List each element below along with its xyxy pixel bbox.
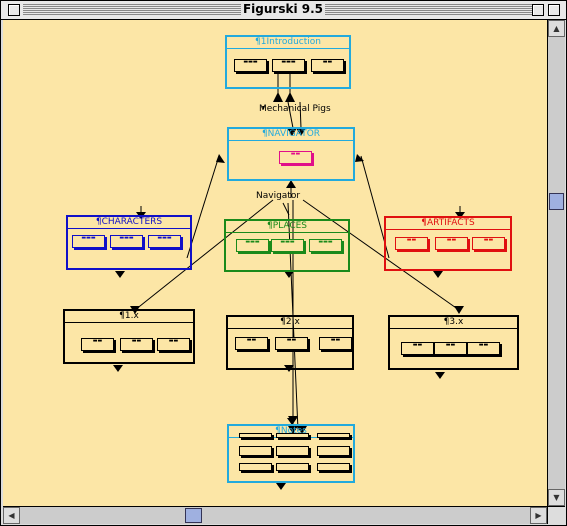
node-places-title: ¶PLACES	[226, 221, 348, 233]
mini-node[interactable]: ▬▬▬	[271, 239, 304, 252]
mini-node[interactable]: ▬▬	[120, 338, 153, 351]
mini-node[interactable]	[276, 433, 309, 438]
mini-node[interactable]: ▬▬▬	[148, 235, 181, 248]
mini-node[interactable]: ▬▬	[157, 338, 190, 351]
mini-node[interactable]	[239, 463, 272, 471]
resize-grow-icon[interactable]	[547, 506, 565, 524]
link-label-navigator: Navigator	[256, 191, 301, 201]
node-navigator-title: ¶NAVIGATOR	[229, 129, 353, 141]
mini-node[interactable]: ▬▬	[395, 237, 428, 250]
mini-node[interactable]: ▬▬▬	[110, 235, 143, 248]
mini-node[interactable]	[317, 446, 350, 456]
node-places[interactable]: ¶PLACES ▬▬▬ ▬▬▬ ▬▬▬	[224, 219, 350, 272]
mini-node[interactable]: ▬▬	[319, 337, 352, 350]
mini-node[interactable]	[239, 446, 272, 456]
mini-node[interactable]: ▬▬	[235, 337, 268, 350]
node-characters-title: ¶CHARACTERS	[68, 217, 190, 229]
zoom-box-icon[interactable]	[532, 4, 544, 16]
node-1x-title: ¶1.x	[65, 311, 193, 323]
mini-node[interactable]	[276, 446, 309, 456]
horizontal-scroll-thumb[interactable]	[185, 508, 202, 523]
node-navigator[interactable]: ¶NAVIGATOR ▬▬	[227, 127, 355, 181]
vertical-scroll-thumb[interactable]	[549, 193, 564, 210]
mini-node[interactable]: ▬▬▬	[236, 239, 269, 252]
mini-node[interactable]: ▬▬▬	[72, 235, 105, 248]
scroll-down-icon[interactable]: ▼	[548, 489, 565, 506]
node-notes[interactable]: ¶Notes	[227, 424, 355, 483]
collapse-box-icon[interactable]	[548, 4, 560, 16]
mini-node[interactable]: ▬▬	[467, 342, 500, 355]
node-3x-title: ¶3.x	[390, 317, 517, 329]
node-introduction[interactable]: ¶1Introduction ▬▬▬ ▬▬▬ ▬▬	[225, 35, 351, 89]
node-introduction-title: ¶1Introduction	[227, 37, 349, 49]
mini-node[interactable]: ▬▬	[81, 338, 114, 351]
mini-node[interactable]	[239, 433, 272, 438]
scroll-up-icon[interactable]: ▲	[548, 20, 565, 37]
map-canvas[interactable]: ¶1Introduction ▬▬▬ ▬▬▬ ▬▬ Mechanical Pig…	[3, 20, 547, 506]
mini-node[interactable]: ▬▬	[401, 342, 434, 355]
mini-node[interactable]	[317, 463, 350, 471]
node-1x[interactable]: ¶1.x ▬▬ ▬▬ ▬▬	[63, 309, 195, 364]
mini-node[interactable]: ▬▬▬	[272, 59, 305, 72]
mini-node[interactable]: ▬▬▬	[309, 239, 342, 252]
node-artifacts-title: ¶ARTIFACTS	[386, 218, 510, 230]
mini-node-magenta[interactable]: ▬▬	[279, 151, 312, 164]
close-box-icon[interactable]	[8, 4, 20, 16]
scroll-right-icon[interactable]: ▶	[530, 507, 547, 524]
mini-node[interactable]: ▬▬	[435, 237, 468, 250]
link-label-mechanical-pigs: Mechanical Pigs	[259, 104, 331, 114]
node-artifacts[interactable]: ¶ARTIFACTS ▬▬ ▬▬ ▬▬	[384, 216, 512, 271]
window-title: Figurski 9.5	[241, 2, 325, 16]
scroll-left-icon[interactable]: ◀	[3, 507, 20, 524]
title-bar[interactable]: Figurski 9.5	[1, 1, 566, 20]
mini-node[interactable]: ▬▬	[472, 237, 505, 250]
node-2x[interactable]: ¶2.x ▬▬ ▬▬ ▬▬	[226, 315, 354, 370]
mini-node[interactable]	[276, 463, 309, 471]
mini-node[interactable]: ▬▬	[275, 337, 308, 350]
mini-node[interactable]: ▬▬	[434, 342, 467, 355]
mini-node[interactable]	[317, 433, 350, 438]
node-2x-title: ¶2.x	[228, 317, 352, 329]
node-3x[interactable]: ¶3.x ▬▬ ▬▬ ▬▬	[388, 315, 519, 370]
mini-node[interactable]: ▬▬	[311, 59, 344, 72]
mini-node[interactable]: ▬▬▬	[234, 59, 267, 72]
horizontal-scrollbar[interactable]: ◀ ▶	[3, 506, 547, 524]
vertical-scrollbar[interactable]: ▲ ▼	[547, 20, 565, 506]
node-characters[interactable]: ¶CHARACTERS ▬▬▬ ▬▬▬ ▬▬▬	[66, 215, 192, 270]
